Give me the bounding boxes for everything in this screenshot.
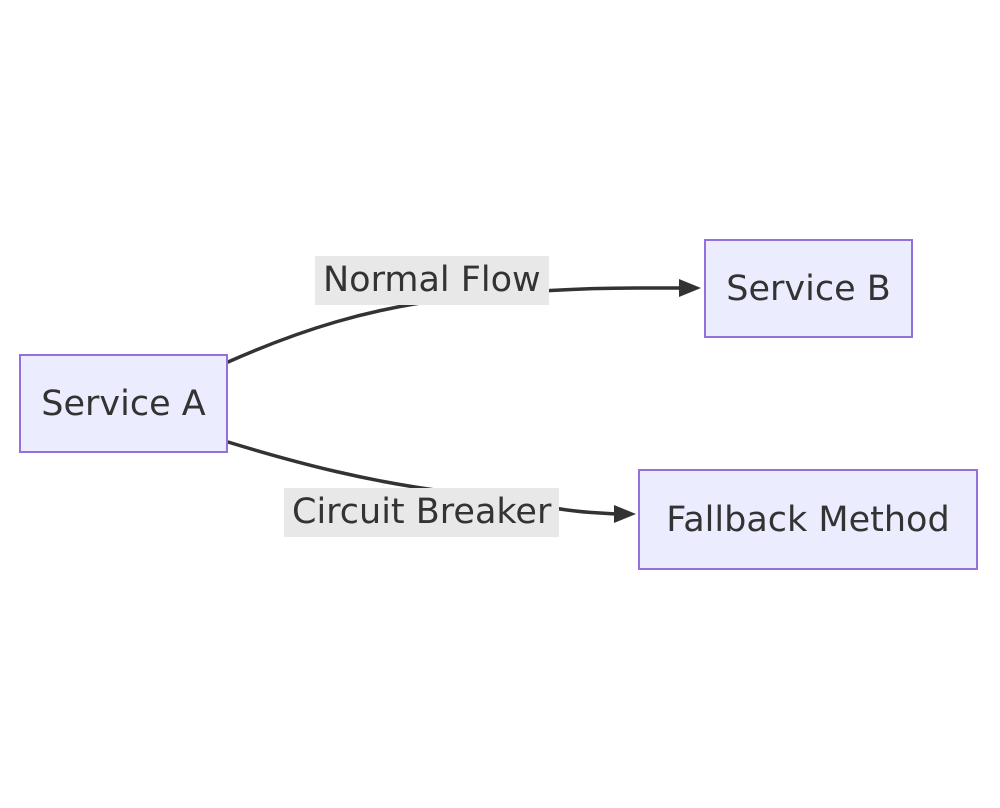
node-fallback-method-label: Fallback Method <box>666 499 950 540</box>
node-service-b: Service B <box>704 239 913 338</box>
arrowhead-to-fallback-method <box>614 505 636 523</box>
arrowhead-to-service-b <box>679 279 701 297</box>
node-service-a: Service A <box>19 354 228 453</box>
edge-label-circuit-breaker: Circuit Breaker <box>284 488 560 538</box>
node-service-a-label: Service A <box>41 383 206 424</box>
node-fallback-method: Fallback Method <box>638 469 978 570</box>
edge-label-normal-flow: Normal Flow <box>315 256 549 306</box>
node-service-b-label: Service B <box>726 268 891 309</box>
